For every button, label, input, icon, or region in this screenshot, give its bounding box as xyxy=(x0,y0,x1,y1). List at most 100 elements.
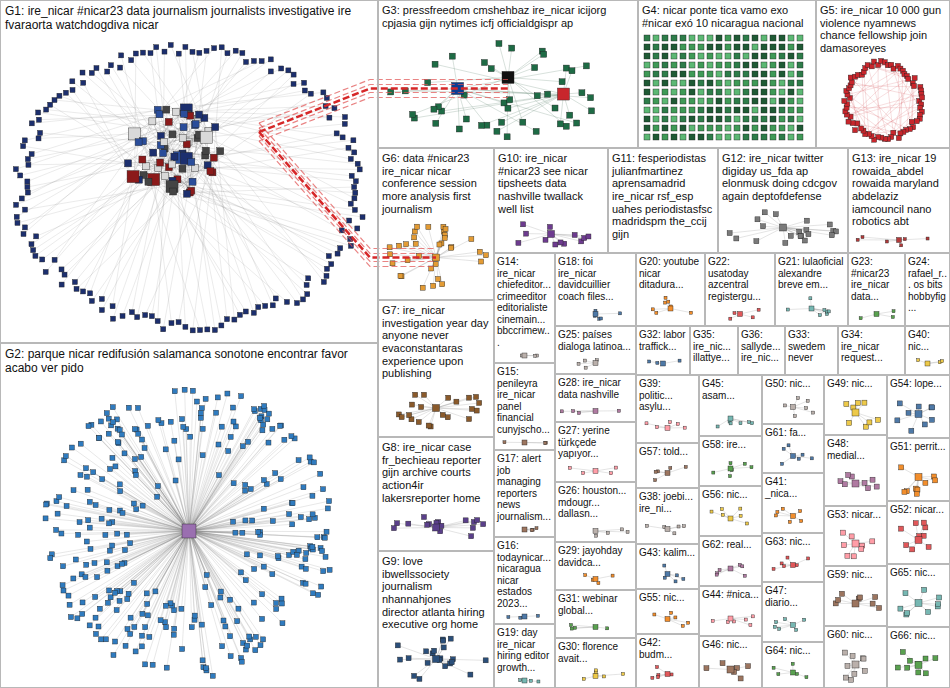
network-node xyxy=(874,312,879,317)
network-node xyxy=(797,53,803,59)
network-node xyxy=(240,444,245,449)
network-node xyxy=(788,116,794,122)
network-node xyxy=(770,80,776,86)
network-node xyxy=(569,624,572,627)
network-node xyxy=(128,615,133,620)
network-node xyxy=(779,35,785,41)
network-node xyxy=(743,53,749,59)
network-node xyxy=(278,477,283,482)
network-edge xyxy=(23,146,146,166)
network-node xyxy=(698,71,704,77)
network-node xyxy=(431,283,436,288)
network-node xyxy=(125,597,130,602)
network-node xyxy=(619,312,622,315)
network-node xyxy=(479,122,485,128)
network-node xyxy=(779,116,785,122)
network-node xyxy=(240,530,245,535)
network-node xyxy=(260,428,265,433)
network-node xyxy=(558,240,563,245)
network-node xyxy=(84,474,89,479)
network-edge xyxy=(184,91,305,114)
network-node xyxy=(716,71,722,77)
network-edge xyxy=(110,469,189,531)
network-node xyxy=(108,467,113,472)
network-node xyxy=(545,91,551,97)
network-node xyxy=(788,125,794,131)
network-node xyxy=(289,500,294,505)
group-cluster xyxy=(568,466,617,475)
network-node xyxy=(734,116,740,122)
network-node xyxy=(662,134,668,140)
network-edge xyxy=(189,531,202,625)
network-edge xyxy=(113,110,186,319)
network-node xyxy=(914,119,919,124)
network-node xyxy=(671,107,677,113)
network-edge xyxy=(115,531,189,593)
network-node xyxy=(351,138,356,143)
network-node xyxy=(329,262,334,267)
network-node xyxy=(671,125,677,131)
network-node xyxy=(788,53,794,59)
network-node xyxy=(707,71,713,77)
network-edge xyxy=(77,531,189,618)
network-node xyxy=(310,493,315,498)
network-node xyxy=(155,484,160,489)
network-node xyxy=(606,627,609,630)
network-node xyxy=(725,80,731,86)
network-node xyxy=(788,107,794,113)
network-node xyxy=(190,49,195,54)
network-edge xyxy=(189,531,306,553)
network-node xyxy=(593,469,598,474)
network-node xyxy=(181,424,186,429)
network-node xyxy=(519,679,522,682)
network-node xyxy=(225,51,230,56)
network-node xyxy=(680,125,686,131)
network-node xyxy=(188,158,195,165)
network-node xyxy=(779,62,785,68)
network-edge xyxy=(893,108,920,133)
network-node xyxy=(14,214,19,219)
network-node xyxy=(295,301,300,306)
network-node xyxy=(761,224,766,229)
network-node xyxy=(168,601,173,606)
network-node xyxy=(680,35,686,41)
network-node xyxy=(707,116,713,122)
network-node xyxy=(340,135,345,140)
network-node xyxy=(577,411,580,414)
network-edge xyxy=(174,531,189,635)
network-node xyxy=(509,45,515,51)
network-node xyxy=(321,279,326,284)
network-edge xyxy=(189,496,312,531)
network-node xyxy=(172,438,177,443)
network-node xyxy=(307,517,312,522)
network-node xyxy=(25,190,30,195)
network-node xyxy=(219,323,224,328)
network-node xyxy=(716,53,722,59)
network-node xyxy=(671,89,677,95)
network-node xyxy=(70,79,75,84)
network-node xyxy=(165,118,172,125)
network-node xyxy=(563,123,569,129)
network-node xyxy=(94,66,99,71)
network-node xyxy=(707,44,713,50)
network-node xyxy=(477,400,482,405)
network-node xyxy=(770,125,776,131)
network-edge xyxy=(75,167,169,282)
network-node xyxy=(827,222,832,227)
network-node xyxy=(743,62,749,68)
network-edge xyxy=(90,502,189,531)
network-node xyxy=(308,91,313,96)
network-edge xyxy=(120,531,189,601)
network-edge xyxy=(134,504,189,531)
network-node xyxy=(644,53,650,59)
network-edge xyxy=(63,531,189,566)
network-node xyxy=(97,606,102,611)
network-edge xyxy=(847,94,922,115)
network-node xyxy=(149,314,154,319)
network-node xyxy=(572,232,577,237)
network-node xyxy=(133,473,138,478)
network-node xyxy=(648,360,651,363)
network-node xyxy=(76,532,81,537)
network-node xyxy=(412,229,417,234)
network-node xyxy=(36,110,41,115)
